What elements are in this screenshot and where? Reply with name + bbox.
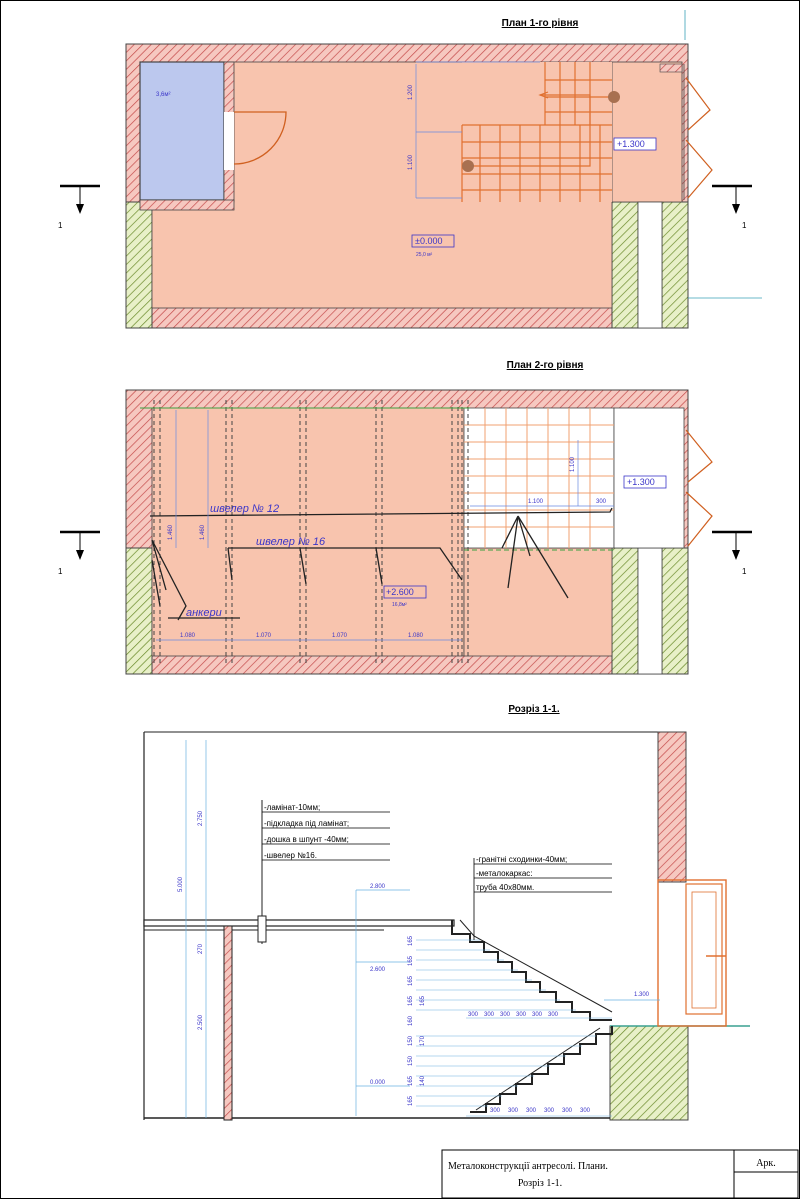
- stamp-sheet-label: Арк.: [756, 1158, 776, 1169]
- tread-dim-low-5: 300: [562, 1108, 573, 1114]
- plan2: швелер № 12 швелер № 16 анкери +2.600 16…: [58, 389, 752, 675]
- floor-layer-3: -дошка в шпунт -40мм;: [264, 835, 349, 844]
- plan2-anchors: анкери: [186, 607, 222, 619]
- section-dim-lower-b: 270: [198, 943, 204, 954]
- stamp-line-1: Металоконструкції антресолі. Плани.: [448, 1161, 608, 1172]
- plan1-dim-lower: 1.100: [408, 154, 414, 170]
- section-post: [223, 925, 233, 1121]
- plan1: 1.200 1.100 3,6м² ±0.000 25,0 м² +1.300 …: [58, 43, 762, 329]
- riser-10: 165: [420, 995, 426, 1006]
- stair-layer-2: -металокаркас:: [476, 869, 533, 878]
- plan2-level-landing: +1.300: [627, 477, 655, 487]
- plan2-dim-2: 1.070: [256, 633, 272, 639]
- section-dim-upper: 2.750: [198, 810, 204, 826]
- riser-1: 165: [408, 935, 414, 946]
- plan1-area-main: 25,0 м²: [416, 252, 433, 258]
- plan2-dim-1: 1.080: [180, 633, 196, 639]
- tread-dim-low-1: 300: [490, 1108, 501, 1114]
- plan2-dim-v2: 1.460: [200, 524, 206, 540]
- tread-dim-5: 300: [532, 1012, 543, 1018]
- plan2-level-floor: +2.600: [386, 587, 414, 597]
- plan2-dim-stair-h: 1.100: [570, 456, 576, 472]
- tread-dim-1: 300: [468, 1012, 479, 1018]
- plan2-dim-3: 1.070: [332, 633, 348, 639]
- plan2-area-floor: 16,8м²: [392, 602, 407, 608]
- stair-layer-1: -гранітні сходинки-40мм;: [476, 855, 567, 864]
- stair-layer-3: труба 40х80мм.: [476, 883, 534, 892]
- plan2-dim-4: 1.080: [408, 633, 424, 639]
- riser-8: 165: [408, 1075, 414, 1086]
- section-level-landing: 1.300: [634, 992, 650, 998]
- section-stair-upper: [451, 920, 612, 1021]
- plan2-cut-label-left: 1: [58, 567, 63, 576]
- plan1-small-room: [139, 61, 225, 201]
- riser-3: 165: [408, 975, 414, 986]
- tread-dim-3: 300: [500, 1012, 511, 1018]
- plan1-cut-label-left: 1: [58, 221, 63, 230]
- floor-layer-1: -ламінат-10мм;: [264, 803, 320, 812]
- plan1-small-room-area: 3,6м²: [156, 92, 170, 98]
- plan2-channel12: швелер № 12: [210, 503, 279, 515]
- riser-7: 150: [408, 1055, 414, 1066]
- plan1-stair: [461, 62, 612, 202]
- riser-2: 165: [408, 955, 414, 966]
- riser-6: 150: [408, 1035, 414, 1046]
- riser-9: 165: [408, 1095, 414, 1106]
- riser-12: 140: [420, 1075, 426, 1086]
- plan2-dim-small: 300: [596, 499, 607, 505]
- section-dim-total: 5.000: [178, 876, 184, 892]
- section-title: Розріз 1-1.: [508, 704, 559, 715]
- plan2-channel16: швелер № 16: [256, 536, 326, 548]
- plan1-title: План 1-го рівня: [502, 18, 579, 29]
- tread-dim-low-6: 300: [580, 1108, 591, 1114]
- plan2-dim-stair-w: 1.100: [528, 499, 544, 505]
- tread-dim-4: 300: [516, 1012, 527, 1018]
- tread-dim-6: 300: [548, 1012, 559, 1018]
- plan1-level-landing: +1.300: [617, 139, 645, 149]
- floor-layer-2: -підкладка під ламінат;: [264, 819, 349, 828]
- riser-4: 165: [408, 995, 414, 1006]
- section-stair-lower: [470, 1026, 613, 1113]
- title-block: Металоконструкції антресолі. Плани. Розр…: [441, 1149, 799, 1199]
- stamp-line-2: Розріз 1-1.: [518, 1178, 562, 1189]
- section-dim-lower-a: 2.500: [198, 1014, 204, 1030]
- plan1-level-zero: ±0.000: [415, 236, 442, 246]
- riser-11: 170: [420, 1035, 426, 1046]
- section-foundation: [609, 1025, 689, 1121]
- plan2-cut-label-right: 1: [742, 567, 747, 576]
- plan1-dim-upper: 1.200: [408, 84, 414, 100]
- section-level-floor: 2.600: [370, 967, 386, 973]
- section-wall-right: [657, 731, 687, 883]
- tread-dim-low-3: 300: [526, 1108, 537, 1114]
- plan2-stair: [464, 408, 614, 548]
- section-level-top: 2.800: [370, 884, 386, 890]
- section-1-1: 5.000 2.750 2.500 270 2.800 2.600 1.300 …: [143, 731, 750, 1121]
- section-level-zero: 0.000: [370, 1080, 386, 1086]
- tread-dim-2: 300: [484, 1012, 495, 1018]
- section-door: [657, 879, 727, 1027]
- floor-layer-4: -швелер №16.: [264, 851, 317, 860]
- tread-dim-low-2: 300: [508, 1108, 519, 1114]
- plan1-door-swing: [233, 111, 287, 165]
- section-slab: [143, 919, 455, 927]
- plan2-title: План 2-го рівня: [507, 360, 584, 371]
- plan2-dim-v1: 1.460: [168, 524, 174, 540]
- plan1-cut-label-right: 1: [742, 221, 747, 230]
- riser-5: 160: [408, 1015, 414, 1026]
- tread-dim-low-4: 300: [544, 1108, 555, 1114]
